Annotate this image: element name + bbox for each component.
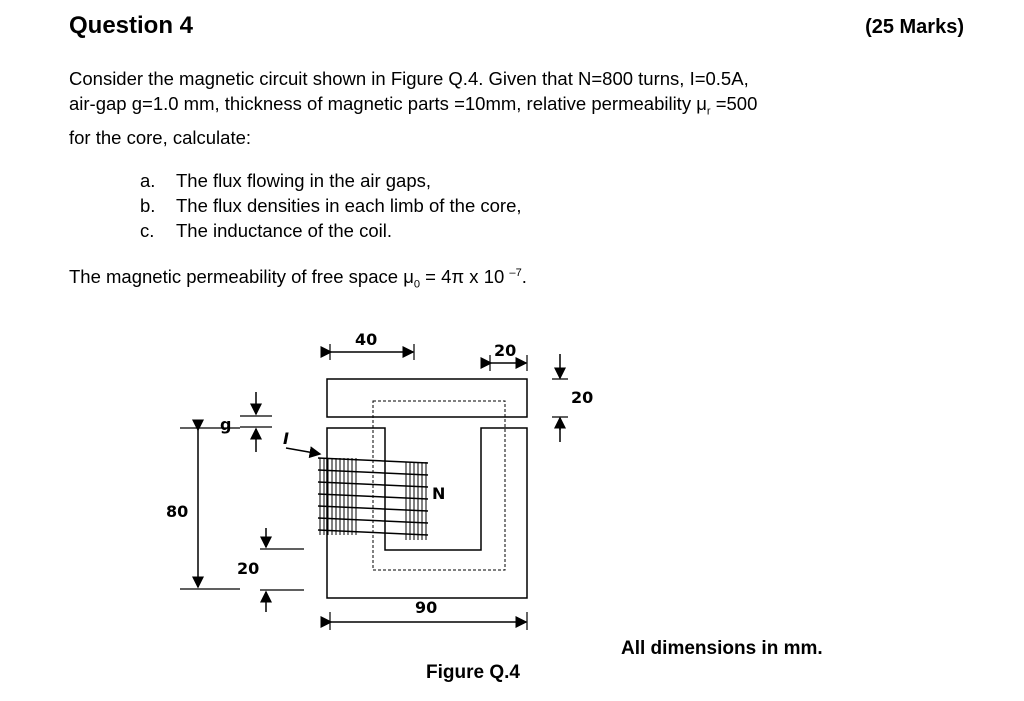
mean-flux-path: [372, 400, 506, 571]
statement-line-1: Consider the magnetic circuit shown in F…: [69, 68, 749, 89]
coil-front-ticks: [319, 458, 357, 535]
dim-width-90: 90: [415, 598, 437, 617]
dim-top-40: 40: [355, 330, 377, 349]
turns-label: N: [432, 484, 445, 503]
question-title: Question 4: [69, 12, 194, 39]
dimensions-note: All dimensions in mm.: [621, 638, 823, 659]
question-marks: (25 Marks): [865, 16, 964, 38]
figure-caption: Figure Q.4: [426, 662, 520, 683]
u-core: [326, 427, 528, 599]
task-list: a.The flux flowing in the air gaps, b.Th…: [140, 168, 522, 243]
dim-right-20: 20: [571, 388, 593, 407]
statement-line-2: air-gap g=1.0 mm, thickness of magnetic …: [69, 93, 758, 118]
task-item-b: b.The flux densities in each limb of the…: [140, 195, 522, 216]
statement-line-3: for the core, calculate:: [69, 126, 252, 148]
gap-label: g: [220, 415, 231, 434]
task-item-a: a.The flux flowing in the air gaps,: [140, 170, 432, 191]
task-item-c: c.The inductance of the coil.: [140, 220, 392, 241]
current-label: I: [283, 429, 289, 448]
coil-back-ticks: [405, 462, 427, 540]
dim-bottom-20: 20: [237, 559, 259, 578]
dim-left-80: 80: [166, 502, 188, 521]
dim-gap-20: 20: [494, 341, 516, 360]
problem-statement: Consider the magnetic circuit shown in F…: [69, 66, 757, 150]
current-arrow: [285, 446, 322, 459]
permeability-statement: The magnetic permeability of free space …: [69, 266, 527, 291]
top-yoke: [326, 378, 528, 418]
